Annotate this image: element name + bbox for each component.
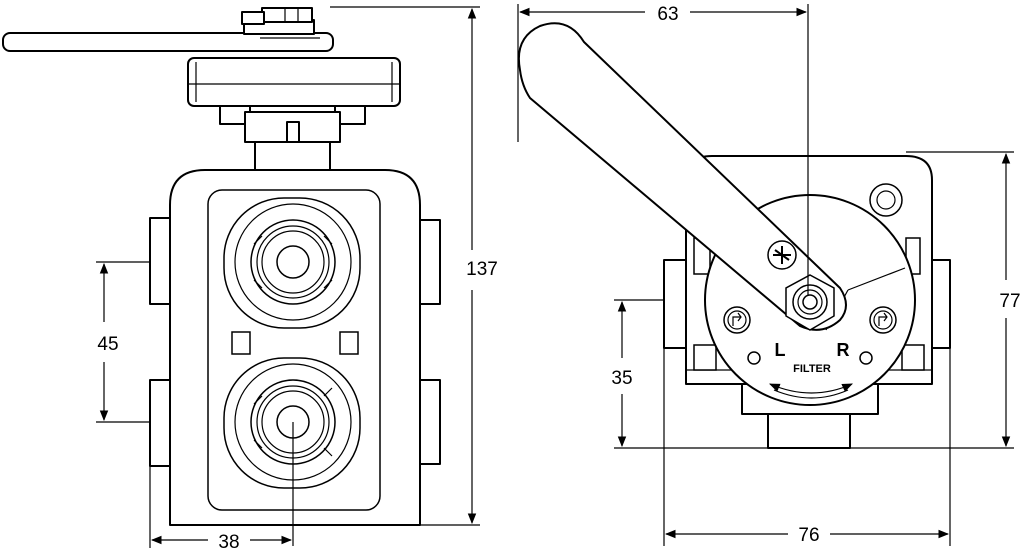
dimension-77: 77 bbox=[999, 291, 1020, 312]
right-port-arrow-icon bbox=[869, 306, 897, 334]
front-dimensions: 137 45 38 bbox=[96, 6, 498, 553]
lower-lug-left bbox=[693, 344, 717, 371]
top-flange bbox=[187, 57, 401, 107]
side-port-upper-right bbox=[417, 219, 441, 305]
side-port-upper-left bbox=[149, 217, 173, 305]
dimension-45: 45 bbox=[97, 334, 118, 355]
right-position-dot bbox=[859, 351, 873, 365]
left-position-dot bbox=[747, 351, 761, 365]
dimension-35: 35 bbox=[611, 368, 632, 389]
lever-handle bbox=[518, 22, 847, 331]
dimension-137: 137 bbox=[466, 259, 498, 280]
left-port-arrow-icon bbox=[723, 306, 751, 334]
stem-neck bbox=[254, 141, 331, 171]
top-view: L R FILTER bbox=[518, 22, 951, 449]
plate-slot-right bbox=[339, 331, 359, 355]
front-view bbox=[2, 7, 441, 546]
handle-nut bbox=[261, 7, 313, 23]
lower-port bbox=[223, 357, 361, 489]
port-label-l: L bbox=[775, 340, 786, 360]
dimension-76: 76 bbox=[798, 525, 819, 546]
top-dimensions: 63 77 35 76 bbox=[517, 4, 1021, 546]
rotation-arrow-icon bbox=[769, 383, 853, 394]
side-port-lower-left bbox=[149, 379, 173, 467]
upper-port bbox=[223, 197, 361, 329]
mounting-hole bbox=[869, 183, 903, 217]
dimension-63: 63 bbox=[657, 4, 678, 25]
handle-nut-small bbox=[241, 11, 265, 25]
filter-label: FILTER bbox=[793, 363, 831, 375]
lower-lug-right bbox=[901, 344, 925, 371]
port-label-r: R bbox=[837, 340, 850, 360]
bottom-port-stub bbox=[767, 411, 851, 449]
side-port-lower-right bbox=[417, 379, 441, 465]
dimension-38: 38 bbox=[218, 532, 239, 553]
front-handle-bar bbox=[2, 32, 334, 52]
plate-slot-left bbox=[231, 331, 251, 355]
